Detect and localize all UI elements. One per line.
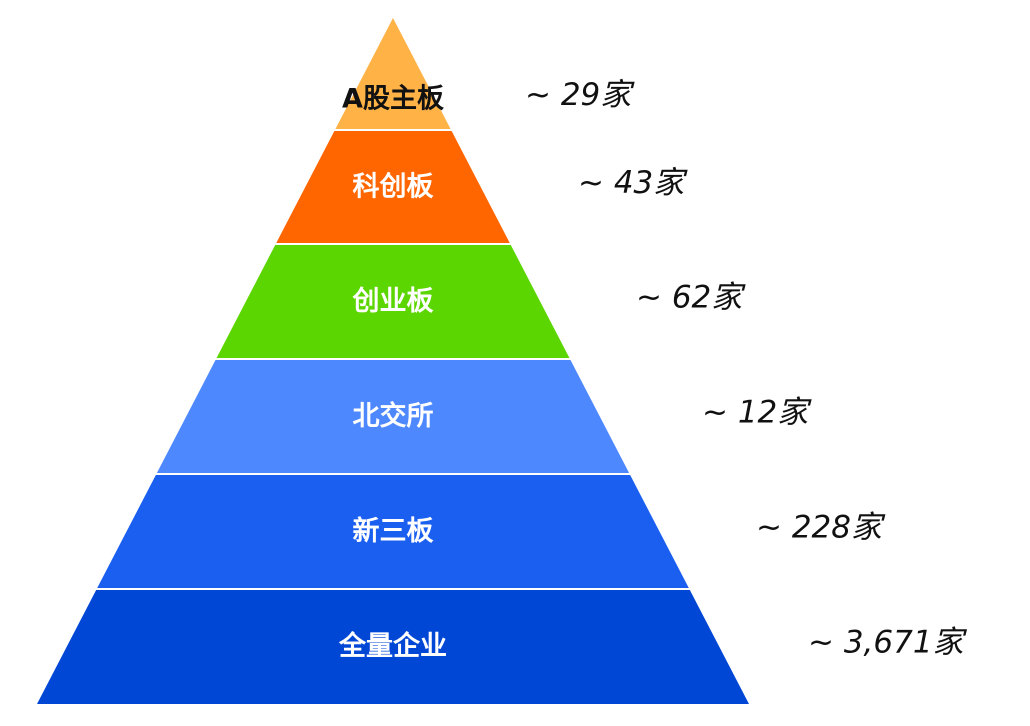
tier-label: 科创板 (353, 172, 434, 203)
pyramid-tier-4 (156, 360, 630, 473)
tier-label: A股主板 (342, 84, 444, 115)
tier-label: 创业板 (352, 286, 434, 317)
tier-label: 北交所 (353, 400, 434, 432)
tier-count: ~ 62家 (636, 280, 746, 316)
tier-count: ~ 43家 (578, 165, 688, 201)
tier-count: ~ 29家 (525, 77, 635, 113)
pyramid-tier-6 (37, 590, 749, 704)
tier-count: ~ 228家 (756, 510, 886, 546)
tier-label: 新三板 (353, 515, 434, 547)
pyramid-tier-2 (276, 131, 510, 243)
pyramid-tier-3 (216, 245, 570, 358)
tier-count: ~ 3,671家 (808, 625, 968, 661)
pyramid-tiers (37, 18, 749, 704)
tier-label: 全量企业 (338, 630, 447, 662)
tier-count: ~ 12家 (702, 395, 812, 431)
pyramid-tier-5 (97, 475, 689, 588)
pyramid-tier-1 (335, 18, 451, 129)
